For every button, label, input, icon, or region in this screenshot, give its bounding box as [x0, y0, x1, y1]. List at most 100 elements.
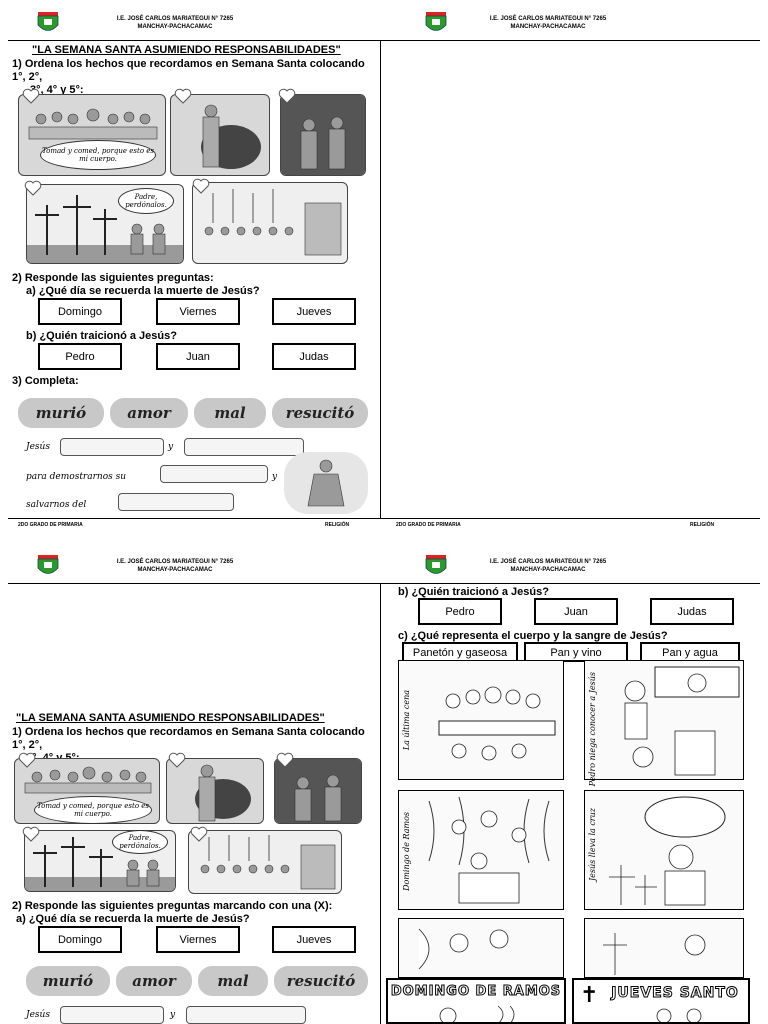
banner-jueves-santo: ✝ JUEVES SANTO	[572, 978, 750, 1024]
card-partial-right	[584, 918, 744, 978]
word-amor: amor	[110, 398, 188, 428]
school-header: I.E. JOSÉ CARLOS MARIATEGUI N° 7265 MANC…	[110, 15, 240, 31]
heart-icon	[24, 180, 42, 196]
school-header: I.E. JOSÉ CARLOS MARIATEGUI N° 7265 MANC…	[478, 15, 618, 31]
footer-grade: 2DO GRADO DE PRIMARIA	[18, 522, 83, 528]
fill-text-jesus: Jesús	[26, 1010, 50, 1020]
card-label-peter-denies: Pedro niega conocer a Jesús	[588, 672, 597, 787]
header-rule-bottom	[8, 583, 760, 584]
school-place: MANCHAY-PACHACAMAC	[137, 567, 213, 573]
question-1: 1) Ordena los hechos que recordamos en S…	[12, 58, 365, 96]
card-label-last-supper: La última cena	[402, 690, 411, 751]
school-crest-icon	[37, 12, 59, 31]
school-place: MANCHAY-PACHACAMAC	[510, 24, 586, 30]
blank-3[interactable]	[160, 465, 268, 483]
footer-subject: RELIGIÓN	[325, 522, 350, 528]
option-judas[interactable]: Judas	[650, 598, 734, 625]
worksheet-title: "LA SEMANA SANTA ASUMIENDO RESPONSABILID…	[32, 44, 341, 56]
palm-sunday-picture	[188, 830, 342, 894]
school-header: I.E. JOSÉ CARLOS MARIATEGUI N° 7265 MANC…	[110, 558, 240, 574]
school-place: MANCHAY-PACHACAMAC	[510, 567, 586, 573]
heart-icon	[22, 88, 40, 104]
blank-1[interactable]	[60, 1006, 164, 1024]
fill-text-salvarnos: salvarnos del	[26, 500, 87, 510]
option-domingo[interactable]: Domingo	[38, 926, 122, 953]
blank-4[interactable]	[118, 493, 234, 511]
heart-icon	[190, 826, 208, 842]
heart-icon	[18, 752, 36, 768]
word-resucito: resucitó	[272, 398, 368, 428]
option-domingo[interactable]: Domingo	[38, 298, 122, 325]
fill-text-y: y	[168, 442, 174, 452]
option-judas[interactable]: Judas	[272, 343, 356, 370]
heart-icon	[168, 752, 186, 768]
question-2b: b) ¿Quién traicionó a Jesús?	[26, 330, 177, 342]
word-amor: amor	[116, 966, 192, 996]
heart-icon	[276, 752, 294, 768]
option-juan[interactable]: Juan	[534, 598, 618, 625]
heart-icon	[22, 826, 40, 842]
footer-rule-top	[8, 518, 760, 519]
banner-title: DOMINGO DE RAMOS	[390, 984, 562, 1000]
palm-sunday-picture	[192, 182, 348, 264]
school-name: I.E. JOSÉ CARLOS MARIATEGUI N° 7265	[489, 559, 607, 565]
option-jueves[interactable]: Jueves	[272, 926, 356, 953]
footer-grade: 2DO GRADO DE PRIMARIA	[396, 522, 461, 528]
option-jueves[interactable]: Jueves	[272, 298, 356, 325]
card-palm-sunday	[398, 790, 564, 910]
banner-domingo-de-ramos: DOMINGO DE RAMOS	[386, 978, 566, 1024]
speech-bubble: Tomad y comed, porque esto es mi cuerpo.	[40, 140, 156, 170]
resurrection-picture	[170, 94, 270, 176]
option-viernes[interactable]: Viernes	[156, 926, 240, 953]
question-2: 2) Responde las siguientes preguntas:	[12, 272, 214, 284]
header-rule-top	[8, 40, 760, 41]
question-2a: a) ¿Qué día se recuerda la muerte de Jes…	[26, 285, 260, 297]
card-label-jesus-cross: Jesús lleva la cruz	[588, 808, 597, 882]
option-viernes[interactable]: Viernes	[156, 298, 240, 325]
cross-icon: ✝	[580, 982, 599, 1007]
betrayal-picture	[280, 94, 366, 176]
school-header: I.E. JOSÉ CARLOS MARIATEGUI N° 7265 MANC…	[478, 558, 618, 574]
option-paneton[interactable]: Panetón y gaseosa	[402, 642, 518, 662]
word-murio: murió	[26, 966, 110, 996]
banner-title: JUEVES SANTO	[611, 985, 739, 1002]
resurrection-cloud-picture	[284, 452, 368, 514]
speech-bubble: Padre, perdónalos.	[118, 188, 174, 214]
option-pan-agua[interactable]: Pan y agua	[640, 642, 740, 662]
blank-2[interactable]	[186, 1006, 306, 1024]
column-divider-top	[380, 40, 381, 518]
footer-subject: RELIGIÓN	[690, 522, 715, 528]
word-murio: murió	[18, 398, 104, 428]
fill-text-demostrarnos: para demostrarnos su	[26, 472, 127, 482]
word-mal: mal	[194, 398, 266, 428]
school-crest-icon	[425, 12, 447, 31]
card-jesus-cross	[584, 790, 744, 910]
fill-text-y: y	[272, 472, 278, 482]
speech-bubble: Tomad y comed, porque esto es mi cuerpo.	[34, 796, 152, 824]
heart-icon	[192, 178, 210, 194]
option-pedro[interactable]: Pedro	[418, 598, 502, 625]
heart-icon	[174, 88, 192, 104]
school-place: MANCHAY-PACHACAMAC	[137, 24, 213, 30]
blank-2[interactable]	[184, 438, 304, 456]
betrayal-picture	[274, 758, 362, 824]
card-partial-left	[398, 918, 564, 978]
question-2c: c) ¿Qué representa el cuerpo y la sangre…	[398, 630, 668, 642]
word-mal: mal	[198, 966, 268, 996]
option-pedro[interactable]: Pedro	[38, 343, 122, 370]
blank-1[interactable]	[60, 438, 164, 456]
fill-text-jesus: Jesús	[26, 442, 50, 452]
question-2a: a) ¿Qué día se recuerda la muerte de Jes…	[16, 913, 250, 925]
card-label-palm-sunday: Domingo de Ramos	[402, 812, 411, 891]
school-name: I.E. JOSÉ CARLOS MARIATEGUI N° 7265	[116, 559, 234, 565]
school-crest-icon	[425, 555, 447, 574]
worksheet-title: "LA SEMANA SANTA ASUMIENDO RESPONSABILID…	[16, 712, 325, 724]
option-pan-vino[interactable]: Pan y vino	[524, 642, 628, 662]
question-2b: b) ¿Quién traicionó a Jesús?	[398, 586, 549, 598]
school-crest-icon	[37, 555, 59, 574]
school-name: I.E. JOSÉ CARLOS MARIATEGUI N° 7265	[489, 16, 607, 22]
option-juan[interactable]: Juan	[156, 343, 240, 370]
speech-bubble: Padre, perdónalos.	[112, 830, 168, 854]
question-2: 2) Responde las siguientes preguntas mar…	[12, 900, 333, 912]
question-3: 3) Completa:	[12, 375, 79, 387]
